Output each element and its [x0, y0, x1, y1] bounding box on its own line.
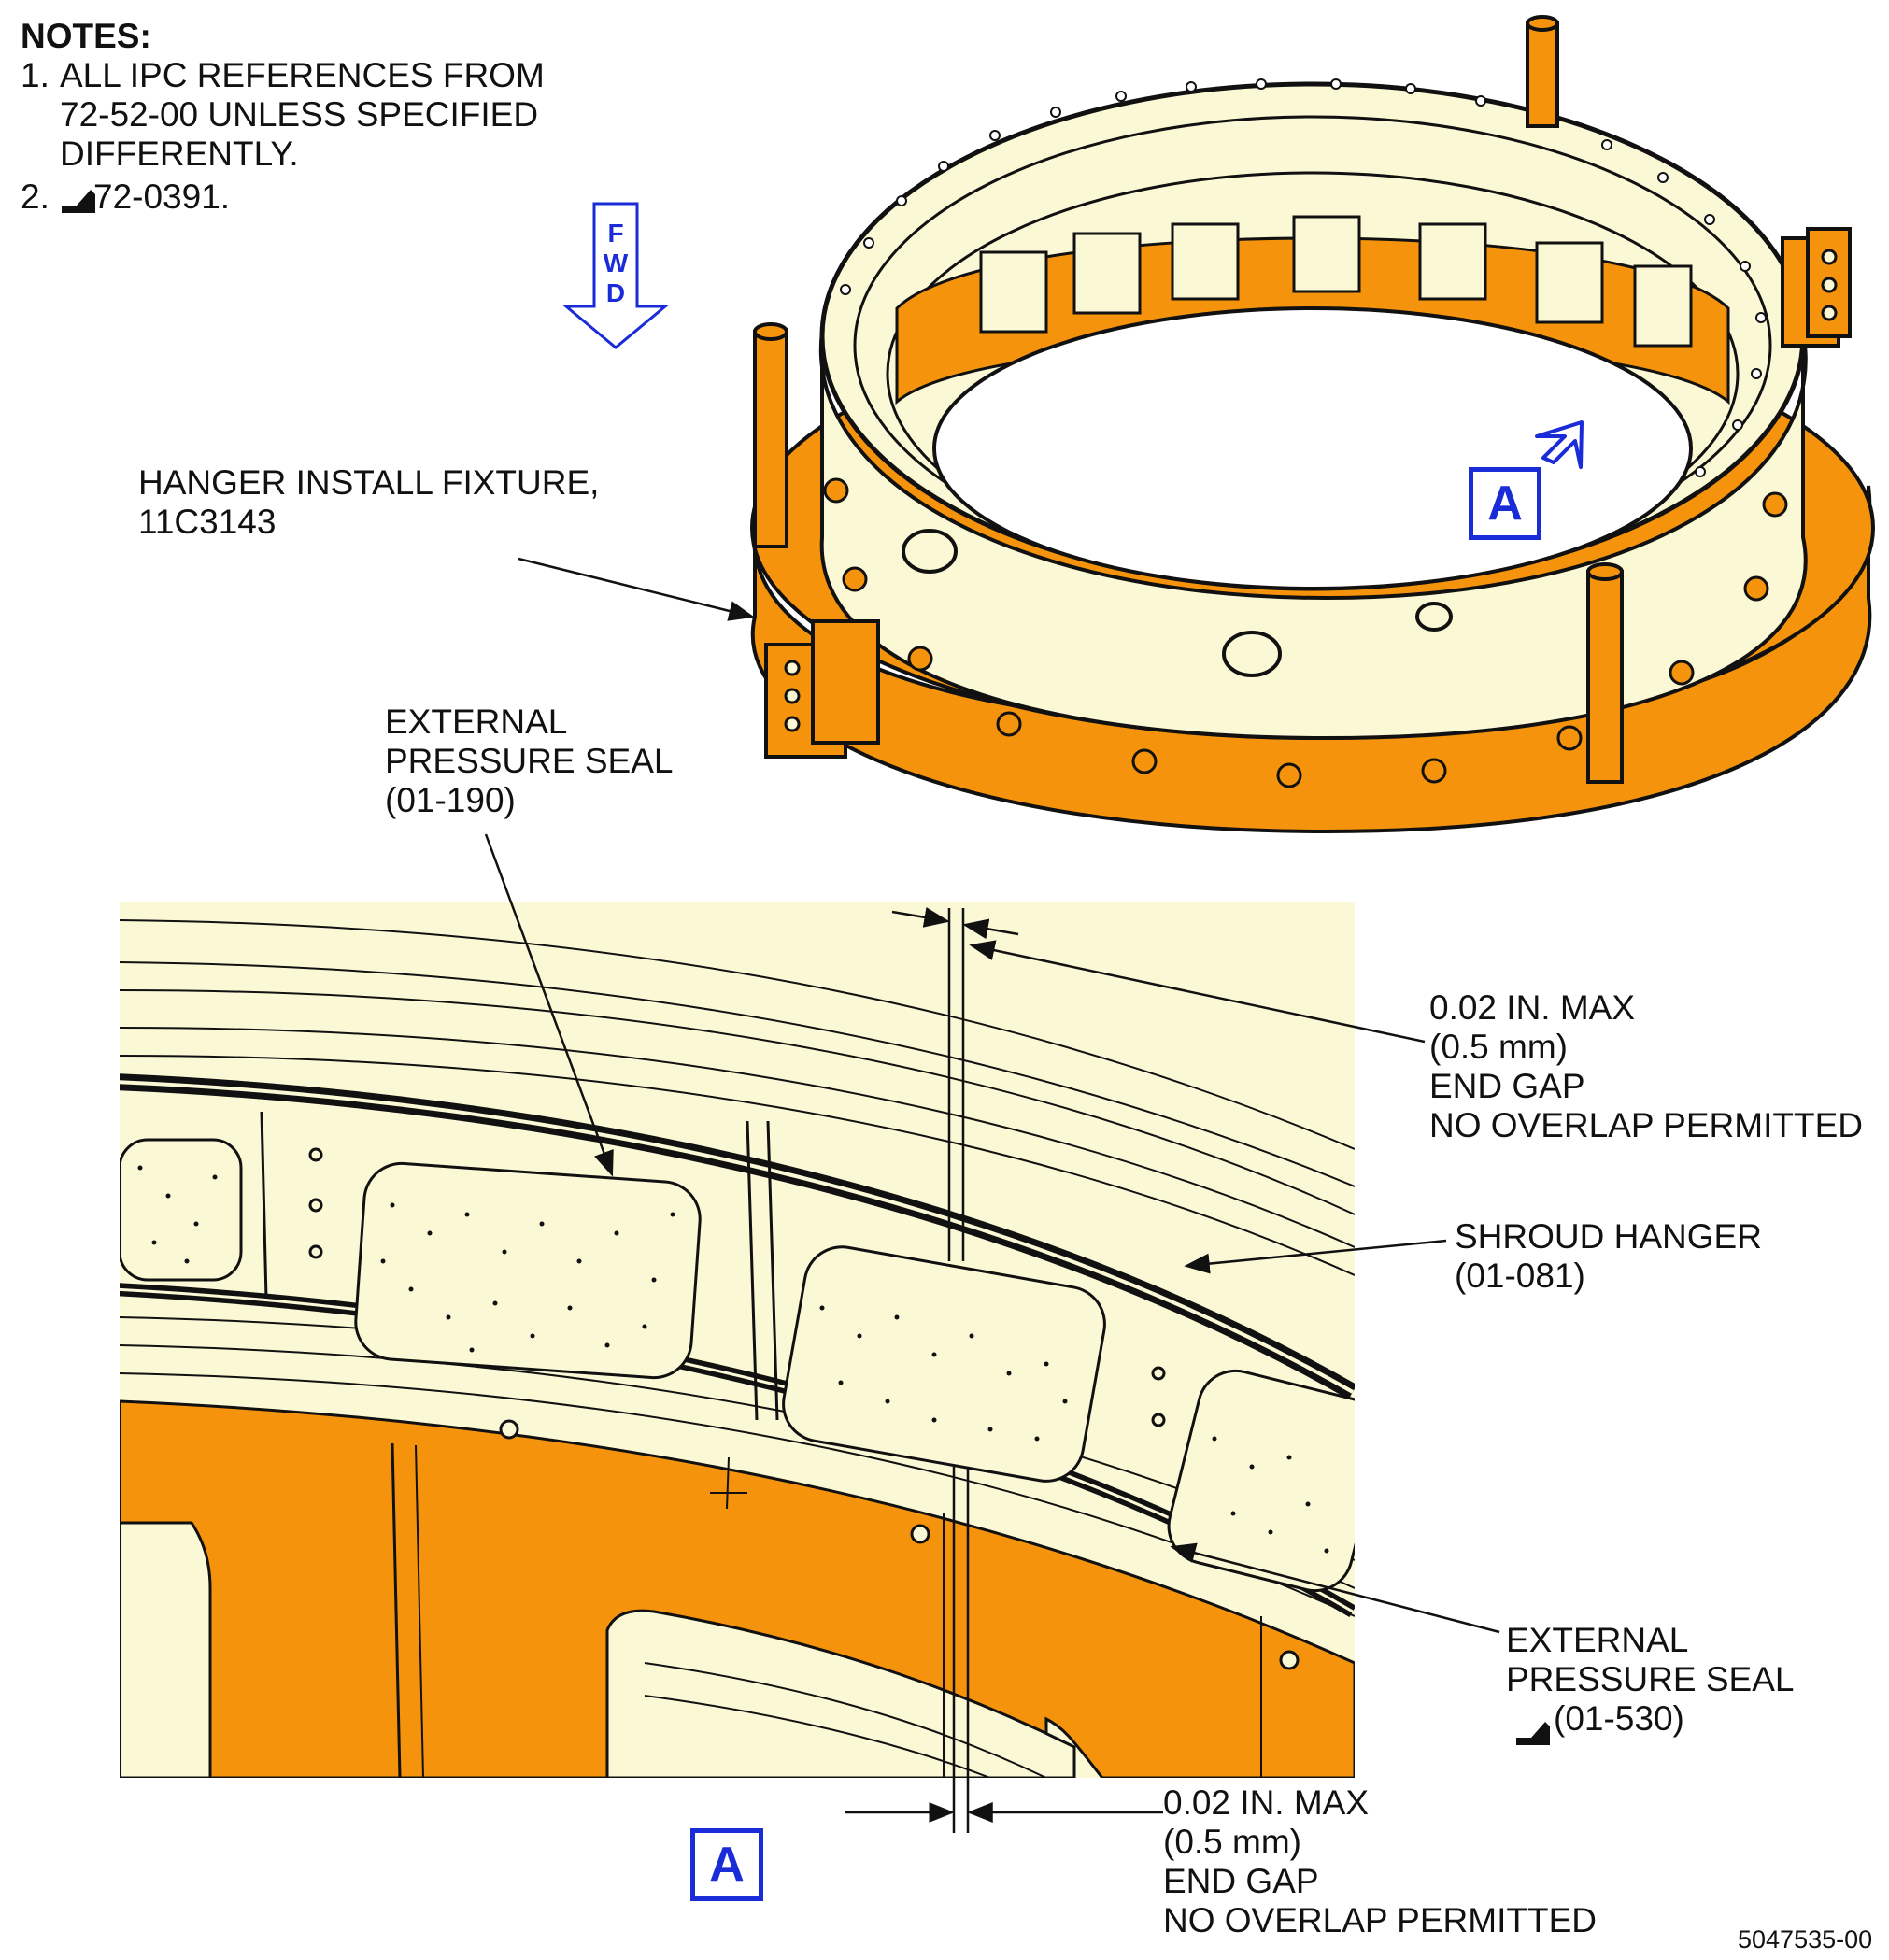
note-1-line-3: DIFFERENTLY.: [60, 135, 299, 173]
note-1-line-1: ALL IPC REFERENCES FROM: [60, 56, 545, 94]
note-2-text: 72-0391.: [93, 178, 231, 216]
gap-upper-label-2: (0.5 mm): [1429, 1028, 1568, 1066]
view-label-ring: A: [1469, 467, 1541, 540]
detail-fixture-cutout-2: [605, 1609, 1076, 1778]
figure-id: 5047535-00: [1738, 1925, 1873, 1953]
bracket-bolt-heads: [784, 249, 1838, 732]
detail-fixture-cutout: [120, 1521, 212, 1778]
seal-lower-label-1: EXTERNAL: [1506, 1621, 1689, 1659]
seal-upper-label-3: (01-190): [385, 781, 516, 819]
base-clamp-bolts: [823, 477, 1788, 788]
dimension-lower: [845, 1467, 1163, 1833]
shroud-hanger-label-1: SHROUD HANGER: [1455, 1217, 1762, 1256]
hanger-fixture-label-2: 11C3143: [138, 503, 277, 541]
fwd-letter-d: D: [605, 278, 626, 307]
service-bulletin-icon: [1516, 1722, 1550, 1745]
hanger-fixture-label-1: HANGER INSTALL FIXTURE,: [138, 463, 600, 502]
seal-lower-label-3: (01-530): [1554, 1699, 1684, 1738]
view-label-detail: A: [690, 1828, 763, 1901]
dimension-upper: [891, 907, 1019, 1261]
fwd-letter-w: W: [603, 249, 629, 277]
seal-upper-label-2: PRESSURE SEAL: [385, 742, 674, 780]
leader-lines: [484, 557, 1500, 1634]
support-posts: [753, 15, 1624, 784]
gap-lower-label-2: (0.5 mm): [1163, 1823, 1301, 1861]
notes-title: NOTES:: [21, 17, 151, 55]
ring-ports: [902, 529, 1453, 677]
seal-upper-label-1: EXTERNAL: [385, 703, 568, 741]
honeycomb-pads: [120, 1138, 1355, 1593]
ring-bore: [932, 306, 1693, 590]
fwd-arrow-icon: [561, 202, 670, 349]
view-arrow-icon: [1535, 420, 1584, 469]
gap-lower-label-3: END GAP: [1163, 1862, 1319, 1900]
shroud-hanger-label-2: (01-081): [1455, 1257, 1585, 1295]
ring-assembly: [750, 15, 1875, 834]
gap-upper-label-3: END GAP: [1429, 1067, 1585, 1105]
gap-upper-label-1: 0.02 IN. MAX: [1429, 988, 1636, 1027]
detail-view-a: [120, 902, 1355, 1778]
service-bulletin-icon: [62, 190, 95, 213]
detail-holes: [308, 1147, 1300, 1670]
gap-lower-label-4: NO OVERLAP PERMITTED: [1163, 1901, 1597, 1939]
gap-lower-label-1: 0.02 IN. MAX: [1163, 1783, 1370, 1822]
fwd-letter-f: F: [607, 219, 624, 248]
seal-lower-label-2: PRESSURE SEAL: [1506, 1660, 1795, 1698]
detail-fixture-orange: [120, 1399, 1355, 1778]
note-1-number: 1.: [21, 56, 50, 94]
honeycomb-stipple: [137, 1165, 1329, 1554]
note-1-line-2: 72-52-00 UNLESS SPECIFIED: [60, 95, 539, 134]
note-2-number: 2.: [21, 178, 50, 216]
gap-upper-label-4: NO OVERLAP PERMITTED: [1429, 1106, 1863, 1144]
